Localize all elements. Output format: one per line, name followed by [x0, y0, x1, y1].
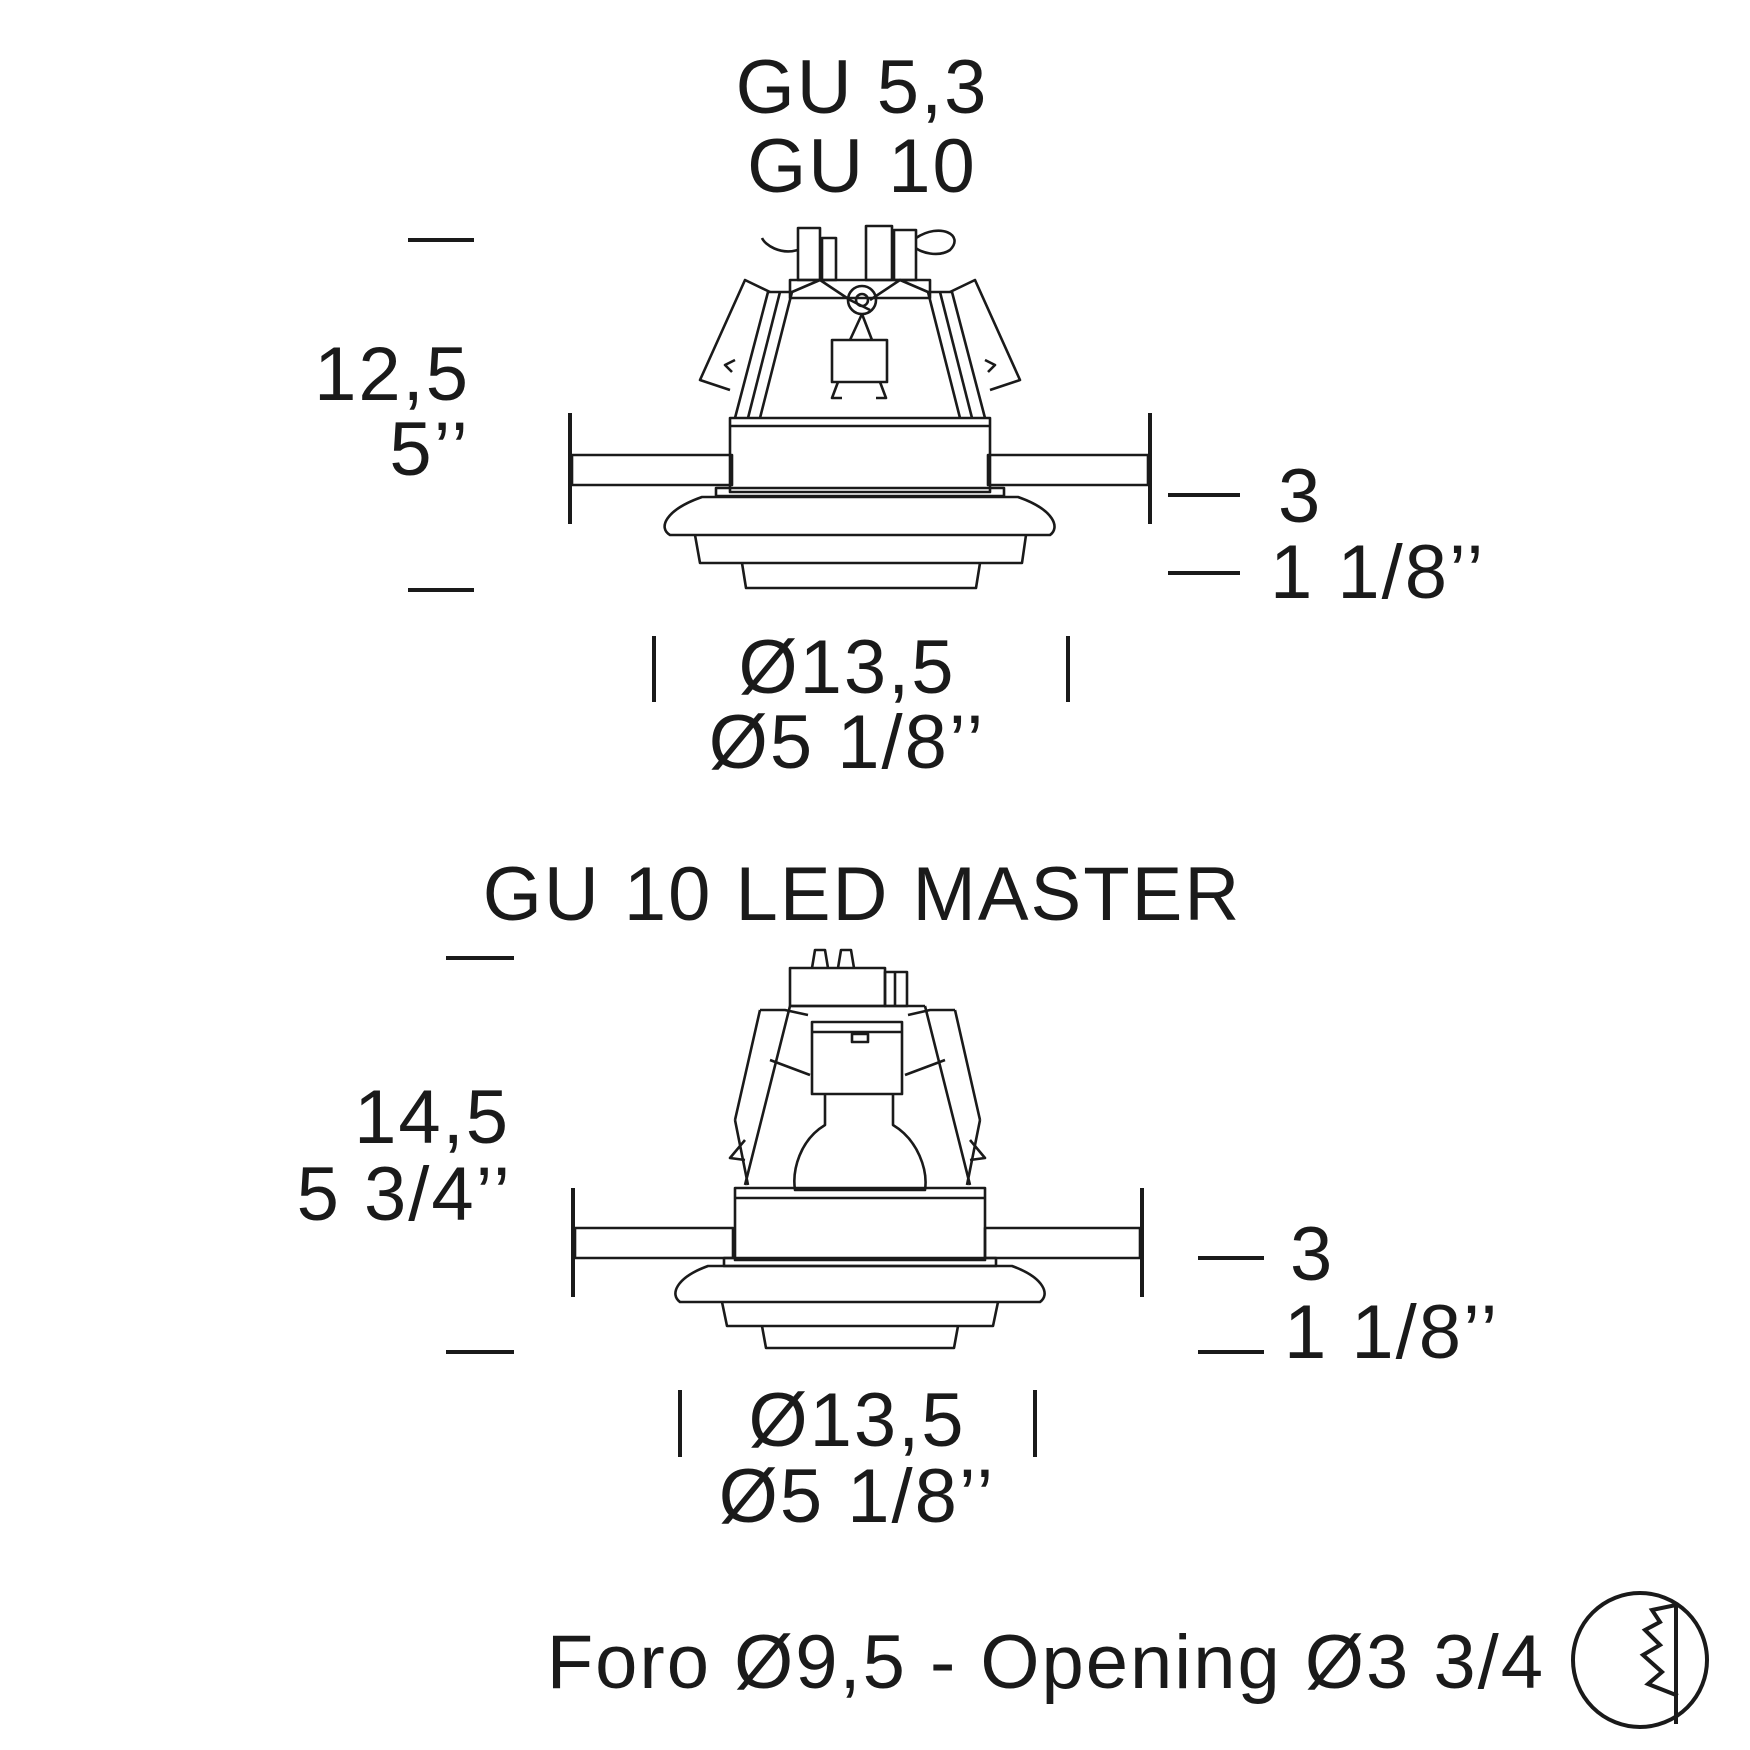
top-diameter-imperial: Ø5 1/8’’ — [709, 700, 986, 785]
top-fixture-body — [663, 224, 1056, 590]
bottom-diameter-imperial: Ø5 1/8’’ — [719, 1454, 996, 1539]
fixture-top: GU 5,3 GU 10 12,5 5’’ — [314, 45, 1485, 785]
top-height-metric: 12,5 — [314, 332, 470, 417]
top-title-line2: GU 10 — [747, 124, 977, 209]
top-trim-metric: 3 — [1278, 454, 1322, 539]
bottom-trim-dimension: 3 1 1/8’’ — [1198, 1212, 1499, 1375]
top-trim-imperial: 1 1/8’’ — [1270, 530, 1485, 615]
opening-text: Foro Ø9,5 - Opening Ø3 3/4 — [547, 1620, 1545, 1705]
top-diameter-dimension: Ø13,5 Ø5 1/8’’ — [652, 625, 1070, 785]
top-height-imperial: 5’’ — [389, 407, 470, 492]
bottom-fixture-body — [674, 948, 1046, 1350]
fixture-bottom: GU 10 LED MASTER 14,5 5 3/4’’ — [297, 852, 1499, 1539]
bottom-diameter-metric: Ø13,5 — [748, 1378, 965, 1463]
top-trim-dimension: 3 1 1/8’’ — [1168, 454, 1485, 615]
top-height-dimension: 12,5 5’’ — [314, 238, 474, 592]
bottom-trim-imperial: 1 1/8’’ — [1284, 1290, 1499, 1375]
bottom-ceiling-section — [571, 1188, 1144, 1297]
ceiling-cutout-icon — [1571, 1591, 1709, 1729]
bottom-height-dimension: 14,5 5 3/4’’ — [297, 956, 514, 1354]
top-diameter-metric: Ø13,5 — [738, 625, 955, 710]
top-title-line1: GU 5,3 — [736, 45, 989, 130]
top-ceiling-section — [568, 413, 1152, 524]
bottom-title: GU 10 LED MASTER — [483, 852, 1241, 937]
bottom-height-imperial: 5 3/4’’ — [297, 1152, 512, 1237]
footer: Foro Ø9,5 - Opening Ø3 3/4 — [547, 1591, 1709, 1729]
bottom-diameter-dimension: Ø13,5 Ø5 1/8’’ — [678, 1378, 1037, 1539]
bottom-height-metric: 14,5 — [354, 1075, 510, 1160]
bottom-trim-metric: 3 — [1290, 1212, 1334, 1297]
